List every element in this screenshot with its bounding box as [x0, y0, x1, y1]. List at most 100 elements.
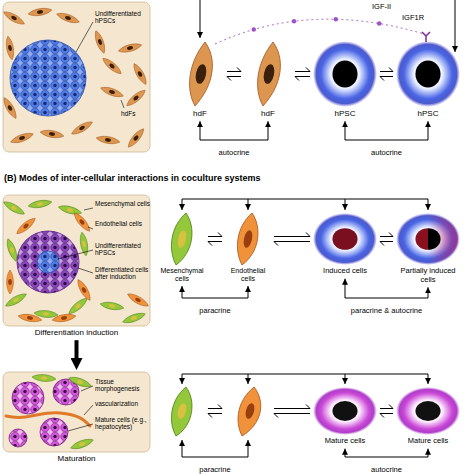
fibroblast	[40, 129, 65, 140]
text-slot: Differentiation induction	[3, 328, 150, 337]
cell-shape	[158, 212, 206, 266]
mesenchymal-cell	[4, 291, 28, 309]
interaction-label: autocrine	[218, 149, 251, 158]
signal-line	[200, 0, 201, 38]
label-slot: autocrine	[327, 458, 447, 474]
mesenchymal-cell	[70, 437, 95, 452]
signal-line	[248, 199, 249, 210]
signal-line	[455, 0, 456, 52]
vessel	[6, 413, 90, 426]
receptor	[422, 32, 430, 42]
culture-panel: Undifferentiated hPSCs hdFs	[3, 2, 150, 152]
panel-label: Differentiation induction	[3, 328, 150, 337]
text-slot: hdF	[175, 109, 225, 118]
panel-label: Undifferentiated hPSCs	[95, 242, 151, 257]
label-slot: (B) Modes of inter-cellular interactions…	[4, 173, 334, 183]
text-slot: hdFs	[121, 110, 149, 117]
fibroblast	[28, 7, 53, 18]
tissue-cluster	[12, 382, 44, 414]
mesenchymal-cell	[67, 296, 90, 317]
exchange-arrow	[227, 68, 241, 81]
mesenchymal-cell	[79, 232, 90, 257]
induction-tint	[398, 215, 458, 263]
text-slot: Partially induced cells	[395, 267, 461, 284]
fibroblast	[93, 30, 108, 55]
text-slot: vascularization	[95, 400, 151, 407]
section-heading: (B) Modes of inter-cellular interactions…	[4, 173, 334, 183]
differentiated-colony	[17, 231, 79, 293]
exchange-arrow	[380, 68, 393, 81]
text-slot: Undifferentiated hPSCs	[95, 10, 151, 25]
stem-cell: hPSC	[395, 40, 461, 119]
panel-label: Mesenchymal cells	[95, 200, 151, 207]
signal-line	[345, 374, 346, 384]
panel-label: hdFs	[121, 110, 149, 117]
fibroblast	[70, 119, 94, 137]
endothelial-cell	[18, 313, 43, 324]
fibroblast	[126, 127, 147, 150]
text-slot: Mature cells	[395, 437, 461, 446]
cell-shape	[395, 386, 461, 436]
cell-body	[396, 387, 460, 435]
text-slot: Differentiated cells after induction	[95, 266, 151, 281]
panel-label: Tissue morphogenesis	[95, 378, 151, 393]
exchange-arrow	[274, 233, 310, 246]
text-slot: Induced cells	[312, 267, 378, 276]
endothelial-cell: Endothelial cells	[224, 212, 272, 284]
ligand	[334, 17, 338, 21]
endothelial-cell	[126, 291, 150, 309]
ligand-label: IGF-II	[372, 3, 412, 12]
exchange-arrow	[380, 233, 393, 246]
cell-body	[171, 213, 192, 265]
text-slot: Maturation	[3, 454, 150, 463]
signaling-bracket	[345, 121, 428, 140]
endothelial-cell	[75, 278, 93, 302]
cell-body	[313, 213, 377, 265]
text-slot: Tissue morphogenesis	[95, 378, 151, 393]
cell-body	[190, 42, 213, 106]
text-slot: hdF	[243, 109, 293, 118]
nucleus	[332, 228, 357, 250]
panel-label: Mature cells (e.g., hepatocytes)	[95, 416, 151, 431]
exchange-arrow	[274, 405, 310, 418]
label-slot: IGF1R	[402, 14, 442, 23]
fibroblast-cell: hdF	[243, 40, 293, 119]
label-slot: paracrine	[165, 458, 265, 474]
stem-cell: hPSC	[312, 40, 378, 119]
cell-body	[396, 41, 460, 107]
cell-label: Mature cells	[312, 437, 378, 446]
exchange-arrow	[208, 405, 222, 418]
signaling-bracket	[182, 286, 248, 298]
nucleus	[415, 228, 440, 250]
progression-arrow	[75, 340, 79, 361]
cell-shape	[312, 386, 378, 436]
signaling-bracket	[182, 440, 248, 457]
mesenchymal-cell	[32, 374, 56, 383]
nucleus	[244, 402, 256, 420]
ligand	[252, 27, 256, 31]
text-slot: Mesenchymal cells	[158, 267, 206, 283]
label-slot: IGF-II	[372, 3, 412, 12]
cell-shape	[312, 40, 378, 108]
cell-shape	[395, 212, 461, 266]
nucleus	[176, 229, 188, 248]
text-slot: Mature cells (e.g., hepatocytes)	[95, 416, 151, 431]
text-slot: hPSC	[395, 109, 461, 118]
maturation-panel: Tissue morphogenesis vascularizationMatur…	[3, 372, 150, 464]
fibroblast	[125, 88, 148, 109]
ligand	[292, 19, 296, 23]
mesenchymal-cell	[28, 199, 53, 210]
fibroblast	[101, 56, 124, 77]
mesenchymal-cell	[122, 311, 147, 326]
label-slot: autocrine	[174, 141, 294, 159]
fibroblast	[96, 135, 121, 146]
interaction-label: paracrine	[198, 466, 231, 474]
cell-label: hdF	[175, 109, 225, 118]
signaling-bracket	[345, 449, 428, 457]
nucleus	[332, 60, 357, 87]
mature-cell: Mature cells	[312, 386, 378, 447]
signal-line	[428, 374, 429, 384]
signal-line	[345, 199, 346, 210]
mesenchymal-cell	[68, 375, 93, 390]
